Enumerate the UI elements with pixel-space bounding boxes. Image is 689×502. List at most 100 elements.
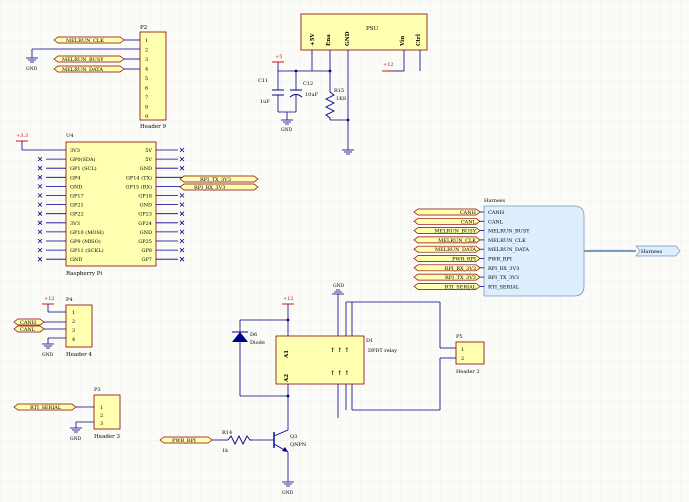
harness-port-label: MELRUN_CLK — [438, 238, 476, 244]
u4-right-pin-label: 5V — [145, 157, 152, 163]
q3-gnd: GND — [282, 481, 294, 496]
port-label-pwr-rpi: PWR_RPI — [172, 438, 196, 444]
header-p3[interactable]: P3 123 Header 3 — [93, 387, 121, 440]
harness-entry-label: CANL — [488, 219, 504, 225]
psu-pin-ctrl: Ctrl — [416, 34, 422, 46]
resistor-r15[interactable]: R15 1K8 — [324, 88, 346, 120]
harness-port[interactable]: MELRUN_BUSY — [413, 227, 484, 235]
u4-left-pin-cross — [37, 175, 43, 180]
harness-port[interactable]: RPI_TX_3V3 — [413, 273, 484, 281]
port-label-p4-canh: CANH — [20, 320, 37, 326]
u4-right-pin-cross — [179, 220, 185, 226]
harness-port[interactable]: PWR_RPI — [413, 255, 484, 263]
rpi-supply-label: +3.3 — [16, 133, 28, 139]
diode-d6[interactable]: D6 Diode — [232, 331, 265, 346]
harness-bus-label: Harness — [641, 249, 662, 255]
u4-left-pin-label: GP10 (MOSI) — [70, 229, 104, 236]
capacitor-c12[interactable]: C12 10uF — [289, 81, 319, 100]
capacitor-c11[interactable]: C11 1uF — [258, 78, 284, 105]
u4-right-pin-cross — [179, 193, 185, 198]
harness-port[interactable]: RTI_SERIAL — [413, 283, 484, 290]
relay-pin-a1: A1 — [284, 350, 290, 359]
port-label-p4-canl: CANL — [20, 327, 36, 333]
harness-port-label: RTI_SERIAL — [445, 284, 477, 290]
u4-designator: U4 — [66, 133, 73, 139]
harness-title: Harness — [484, 198, 505, 204]
harness-port-shape — [413, 255, 481, 262]
p2-designator: P2 — [140, 25, 147, 31]
p2-pin-2: 2 — [145, 48, 148, 54]
u4-left-pin-label: GP21 — [70, 203, 84, 209]
p2-pin-9: 9 — [145, 114, 148, 120]
p3-port-rti-serial[interactable]: RTI_SERIAL — [13, 403, 94, 411]
psu-module[interactable]: PSU +5V Ena GND Vin Ctrl — [300, 13, 428, 51]
harness-port[interactable]: RPI_RX_3V3 — [413, 264, 484, 272]
u4-right-pin-cross — [179, 165, 185, 171]
p4-port-canl[interactable]: CANL — [13, 325, 66, 333]
u4-left-pin-cross — [37, 220, 43, 226]
psu-pin-5v: +5V — [310, 33, 316, 46]
p2-pin-1: 1 — [145, 38, 148, 44]
u4-left-pin-cross — [37, 165, 43, 171]
harness-port[interactable]: MELRUN_DATA — [413, 245, 484, 253]
rpi-port-tx[interactable]: RPI_TX_3V3 — [179, 175, 259, 183]
p2-port-melrun-busy[interactable]: MELRUN_BUSY — [53, 55, 140, 63]
psu-pin-gnd: GND — [345, 31, 351, 46]
u4-right-pin-label: GND — [140, 230, 152, 236]
u4-right-pin-label: GP15 (RX) — [125, 183, 152, 190]
psu-designator: PSU — [366, 26, 378, 32]
u4-left-pin-label: GP0(SDA) — [70, 156, 96, 163]
p3-body — [93, 394, 121, 430]
harness-entry-label: MELRUN_BUSY — [488, 229, 530, 235]
p4-port-canh[interactable]: CANH — [13, 318, 66, 326]
psu-plus12-label: +12 — [383, 62, 394, 68]
harness-port-shape — [413, 236, 481, 244]
p4-body — [65, 304, 93, 348]
harness-connector[interactable]: Harness CANHCANLMELRUN_BUSYMELRUN_CLKMEL… — [483, 198, 585, 297]
psu-body — [300, 13, 428, 51]
harness-port-label: CANH — [460, 210, 477, 216]
r15-designator: R15 — [334, 88, 344, 94]
harness-port[interactable]: CANH — [413, 208, 484, 216]
p2-gnd-label: GND — [26, 66, 38, 72]
u4-right-pin-label: GP8 — [141, 248, 152, 254]
dpdt-relay-d1[interactable]: A1 A2 ↑ ↑ ↑ ↑ ↑ ↑ D1 DPDT relay — [275, 335, 397, 385]
relay-contacts: ↑ ↑ ↑ ↑ ↑ ↑ — [330, 347, 349, 377]
u4-right-pin-label: 5V — [145, 148, 152, 154]
p2-port-melrun-clk[interactable]: MELRUN_CLK — [53, 36, 140, 44]
u4-left-pin-cross — [37, 156, 43, 162]
q3-designator: Q3 — [290, 434, 297, 440]
psu-pin-vin: Vin — [400, 36, 406, 47]
harness-bus-port[interactable]: Harness — [635, 245, 681, 257]
npn-transistor-q3[interactable]: Q3 QNPN — [273, 429, 307, 453]
p4-name: Header 4 — [66, 352, 92, 358]
rpi-port-rx[interactable]: RPI_RX_3V3 — [179, 183, 259, 191]
u4-right-pin-cross — [179, 247, 185, 253]
u4-right-pin-label: GP24 — [138, 221, 152, 227]
p4-gnd-label: GND — [42, 352, 54, 358]
u4-right-pin-label: GP25 — [138, 239, 152, 245]
harness-port[interactable]: CANL — [413, 217, 484, 225]
p3-pin-3: 3 — [100, 421, 103, 427]
harness-port-shape — [413, 283, 481, 290]
harness-port-shape — [413, 264, 481, 272]
psu-gnd-c: GND — [281, 119, 293, 133]
header-p5[interactable]: P5 1 2 Header 2 — [455, 334, 485, 375]
p3-pin-1: 1 — [100, 405, 103, 411]
resistor-r14[interactable]: R14 1k — [222, 430, 252, 454]
q3-port-pwr-rpi[interactable]: PWR_RPI — [159, 436, 213, 444]
c11-value: 1uF — [260, 99, 270, 105]
psu-plus5-label: +5 — [275, 54, 282, 60]
harness-port[interactable]: MELRUN_CLK — [413, 236, 484, 244]
p2-port-melrun-data[interactable]: MELRUN_DATA — [53, 65, 140, 73]
p4-pin-1: 1 — [72, 310, 75, 316]
u4-right-pin-cross — [179, 256, 185, 262]
c12-designator: C12 — [303, 81, 313, 87]
p5-pin-1: 1 — [461, 347, 464, 353]
p2-pin-3: 3 — [145, 57, 148, 63]
port-label-melrun-clk: MELRUN_CLK — [66, 38, 104, 44]
